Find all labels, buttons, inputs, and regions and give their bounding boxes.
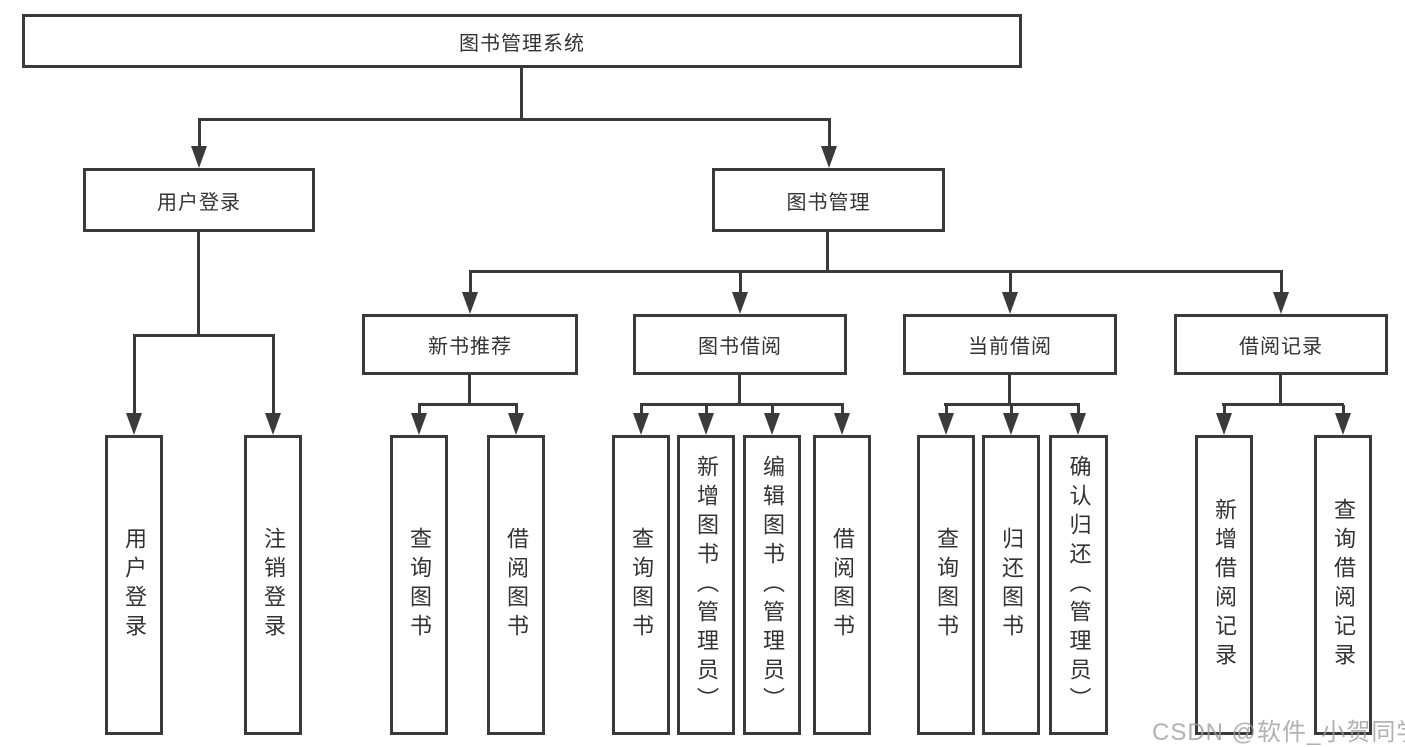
arrow-down-icon — [126, 337, 142, 435]
arrow-down-icon — [1003, 405, 1019, 435]
connector-book-mgmt-stem — [826, 232, 829, 272]
arrow-down-icon — [462, 273, 478, 314]
connector-root-branch — [198, 118, 831, 121]
arrow-down-icon — [633, 405, 649, 435]
arrow-down-icon — [764, 405, 780, 435]
arrow-down-icon — [508, 405, 524, 435]
arrow-down-icon — [411, 405, 427, 435]
leaf-user-login: 用户登录 — [105, 435, 163, 735]
leaf-cb-query-book: 查询图书 — [917, 435, 975, 735]
arrow-down-icon — [1335, 405, 1351, 435]
leaf-cb-confirm-return-admin: 确认归还（管理员） — [1049, 435, 1108, 735]
node-user-login: 用户登录 — [83, 168, 315, 232]
node-current-borrow: 当前借阅 — [903, 314, 1117, 375]
connector-new-book-stem — [468, 375, 471, 405]
csdn-watermark: CSDN @软件_小贺同学 — [1152, 719, 1405, 746]
node-root: 图书管理系统 — [22, 14, 1022, 68]
arrow-down-icon — [732, 273, 748, 314]
arrow-down-icon — [265, 337, 281, 435]
connector-borrow-record-branch — [1222, 403, 1344, 406]
leaf-bb-add-book-admin: 新增图书（管理员） — [677, 435, 735, 735]
arrow-down-icon — [1216, 405, 1232, 435]
arrow-down-icon — [834, 405, 850, 435]
arrow-down-icon — [821, 121, 837, 168]
connector-book-mgmt-branch — [469, 270, 1283, 273]
connector-borrow-record-stem — [1279, 375, 1282, 405]
arrow-down-icon — [1002, 273, 1018, 314]
leaf-br-add-record: 新增借阅记录 — [1195, 435, 1253, 735]
arrow-down-icon — [938, 405, 954, 435]
node-borrow-record: 借阅记录 — [1174, 314, 1388, 375]
connector-current-borrow-branch — [944, 403, 1080, 406]
connector-root-stem — [520, 68, 523, 121]
connector-book-borrow-stem — [738, 375, 741, 405]
connector-user-login-stem — [197, 232, 200, 336]
arrow-down-icon — [191, 121, 207, 168]
arrow-down-icon — [1273, 273, 1289, 314]
leaf-bb-borrow-book: 借阅图书 — [813, 435, 871, 735]
node-book-management: 图书管理 — [712, 168, 945, 232]
arrow-down-icon — [698, 405, 714, 435]
leaf-nbr-borrow-book: 借阅图书 — [487, 435, 545, 735]
leaf-bb-query-book: 查询图书 — [612, 435, 670, 735]
leaf-bb-edit-book-admin: 编辑图书（管理员） — [743, 435, 801, 735]
connector-book-borrow-branch — [640, 403, 844, 406]
node-book-borrow: 图书借阅 — [633, 314, 847, 375]
arrow-down-icon — [1070, 405, 1086, 435]
leaf-br-query-record: 查询借阅记录 — [1314, 435, 1372, 735]
node-new-book-recommend: 新书推荐 — [362, 314, 578, 375]
connector-current-borrow-stem — [1008, 375, 1011, 405]
leaf-nbr-query-book: 查询图书 — [390, 435, 448, 735]
connector-user-login-branch — [133, 334, 275, 337]
leaf-cb-return-book: 归还图书 — [982, 435, 1040, 735]
connector-new-book-branch — [418, 403, 518, 406]
leaf-logout: 注销登录 — [244, 435, 302, 735]
